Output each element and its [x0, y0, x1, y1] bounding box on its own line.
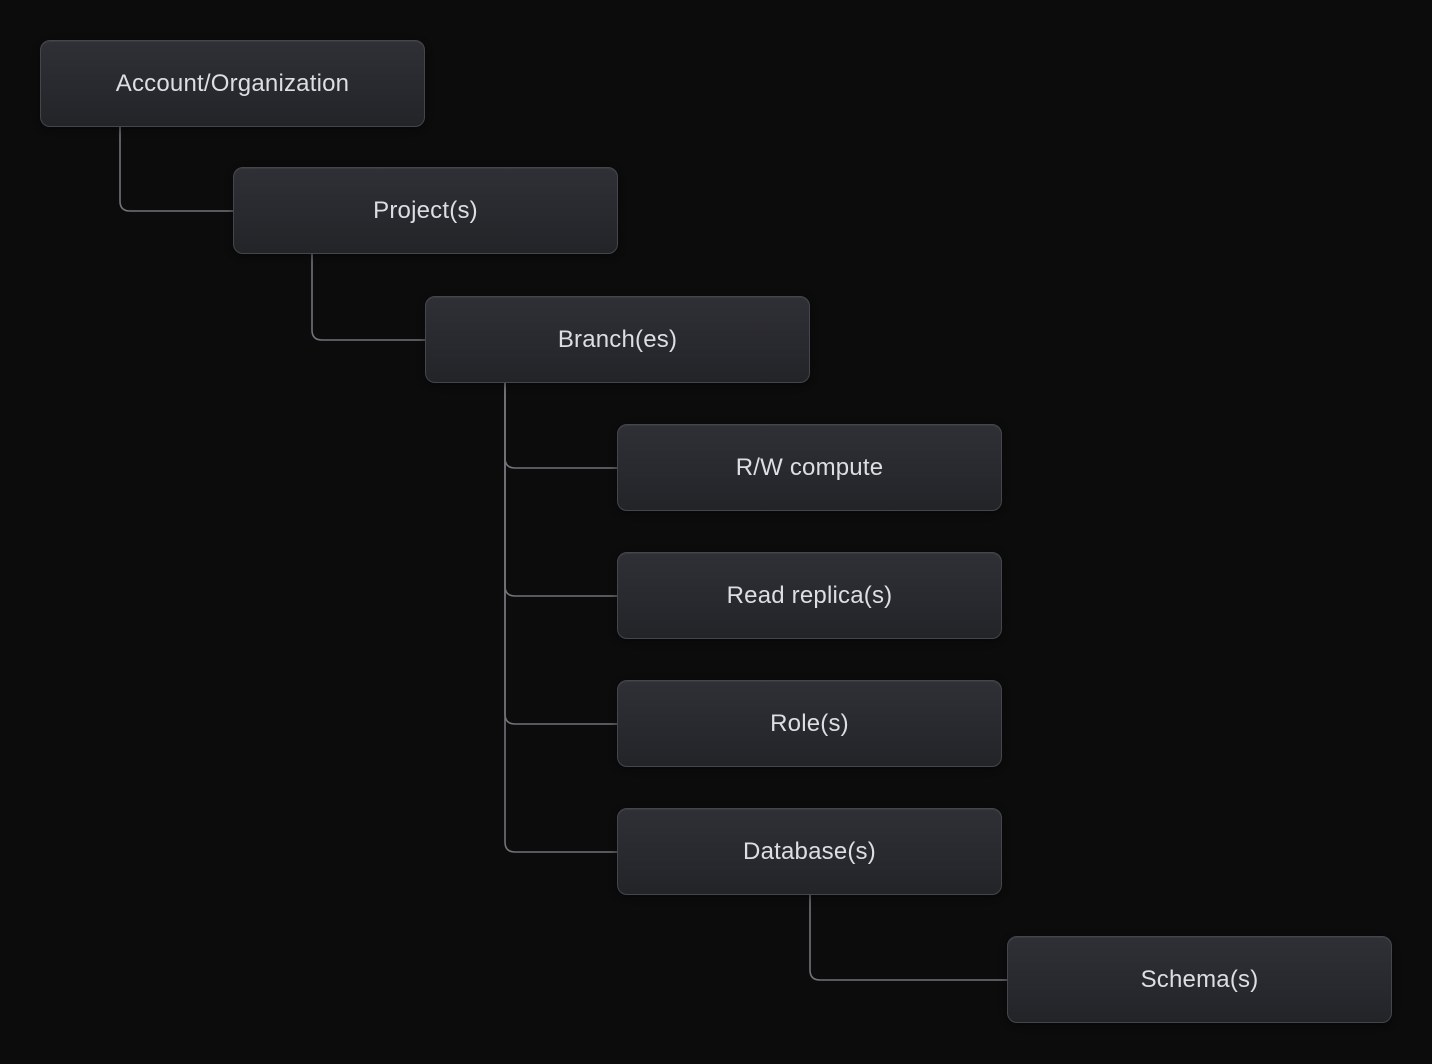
edge-projects-branches [311, 254, 425, 341]
edge-branches-rw-compute [504, 383, 617, 469]
node-account-organization: Account/Organization [40, 40, 425, 127]
edge-branches-roles [504, 383, 617, 725]
node-databases: Database(s) [617, 808, 1002, 895]
edge-branches-read-replicas [504, 383, 617, 597]
node-branches: Branch(es) [425, 296, 810, 383]
edge-databases-schemas [809, 895, 1007, 981]
node-rw-compute: R/W compute [617, 424, 1002, 511]
node-projects: Project(s) [233, 167, 618, 254]
node-schemas: Schema(s) [1007, 936, 1392, 1023]
node-read-replicas: Read replica(s) [617, 552, 1002, 639]
edge-branches-databases [504, 383, 617, 853]
node-roles: Role(s) [617, 680, 1002, 767]
edge-account-projects [119, 127, 233, 212]
